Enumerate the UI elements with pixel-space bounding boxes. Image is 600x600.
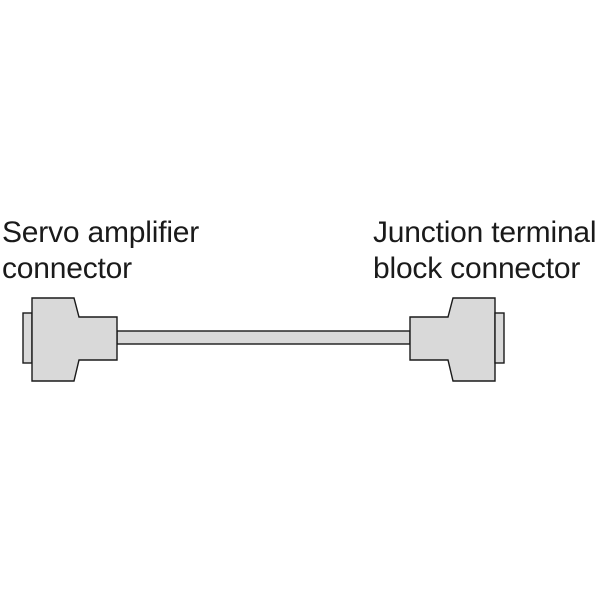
left-connector-shell [31,297,118,382]
left-connector-face [22,312,33,364]
left-label-line-1: Servo amplifier [2,216,200,249]
right-label-line-2: block connector [373,252,581,285]
left-label-line-2: connector [2,252,132,285]
cable [116,330,411,345]
junction-terminal-block-connector-label: Junction terminal block connector [373,215,597,287]
servo-amplifier-connector-label: Servo amplifier connector [2,215,199,287]
right-connector-shell [409,297,496,382]
right-label-line-1: Junction terminal [373,216,597,249]
right-connector-face [494,312,505,364]
